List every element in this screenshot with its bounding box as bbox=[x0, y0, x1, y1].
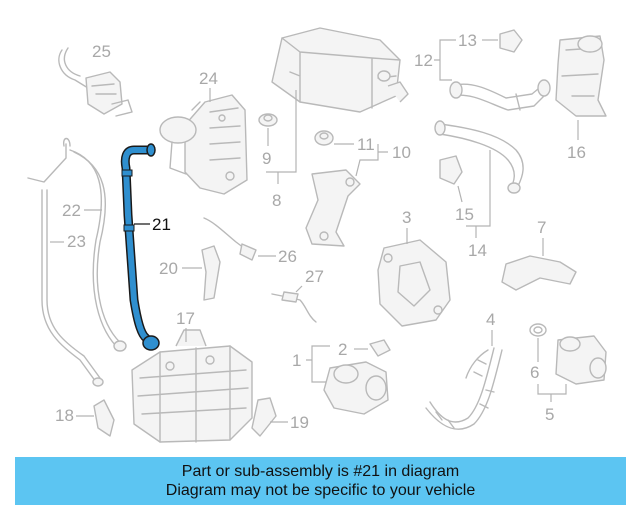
callout-9: 9 bbox=[262, 149, 271, 168]
part-24-valve-body bbox=[159, 94, 248, 195]
part-20-bracket bbox=[201, 245, 221, 301]
part-16-housing bbox=[555, 35, 607, 117]
part-3-plate bbox=[377, 239, 451, 327]
callout-11: 11 bbox=[357, 135, 375, 154]
callout-10: 10 bbox=[392, 143, 411, 162]
part-18-clip bbox=[93, 399, 115, 437]
callout-15: 15 bbox=[455, 205, 474, 224]
banner-line-2: Diagram may not be specific to your vehi… bbox=[165, 482, 476, 499]
callout-5: 5 bbox=[545, 405, 554, 424]
callout-2: 2 bbox=[338, 340, 347, 359]
part-14-hose bbox=[434, 120, 524, 194]
part-27-sensor bbox=[271, 291, 317, 323]
part-10-bracket bbox=[305, 169, 361, 247]
callout-16: 16 bbox=[567, 143, 586, 162]
part-13-clamp bbox=[499, 29, 523, 53]
callout-14: 14 bbox=[468, 241, 487, 260]
callout-18: 18 bbox=[55, 406, 74, 425]
callout-4: 4 bbox=[486, 310, 495, 329]
parts-diagram: 25 24 22 23 21 20 bbox=[27, 27, 607, 443]
part-9-grommet bbox=[258, 113, 278, 127]
banner-line-1: Part or sub-assembly is #21 in diagram bbox=[181, 463, 460, 480]
part-23-pipe bbox=[41, 189, 104, 387]
callout-12: 12 bbox=[414, 51, 433, 70]
part-15-clip bbox=[439, 155, 463, 185]
part-19-bracket bbox=[251, 397, 277, 437]
part-25-bracket bbox=[58, 47, 133, 117]
part-26-sensor bbox=[203, 217, 257, 261]
callout-22: 22 bbox=[62, 201, 81, 220]
part-1-pump bbox=[323, 361, 389, 415]
callout-17: 17 bbox=[176, 309, 195, 328]
part-22-sensor bbox=[27, 137, 127, 352]
callout-23: 23 bbox=[67, 232, 86, 251]
part-4-hose bbox=[425, 347, 503, 430]
callout-13: 13 bbox=[458, 31, 477, 50]
part-5-valve bbox=[555, 335, 607, 385]
callout-8: 8 bbox=[272, 191, 281, 210]
part-8-reservoir bbox=[271, 27, 409, 113]
callout-19: 19 bbox=[290, 413, 309, 432]
callout-21: 21 bbox=[152, 215, 171, 234]
callout-20: 20 bbox=[159, 259, 178, 278]
part-12-hose bbox=[449, 79, 551, 111]
callout-24: 24 bbox=[199, 69, 218, 88]
callout-27: 27 bbox=[305, 267, 324, 286]
info-banner: Part or sub-assembly is #21 in diagram D… bbox=[15, 457, 626, 505]
callout-26: 26 bbox=[278, 247, 297, 266]
part-2-connector bbox=[369, 339, 391, 357]
part-21-hose bbox=[120, 143, 160, 351]
part-11-grommet bbox=[314, 130, 334, 146]
callout-3: 3 bbox=[402, 208, 411, 227]
callout-6: 6 bbox=[530, 363, 539, 382]
callout-7: 7 bbox=[537, 218, 546, 237]
part-7-bracket bbox=[501, 255, 577, 291]
part-6-seal bbox=[529, 323, 547, 337]
callout-25: 25 bbox=[92, 42, 111, 61]
callout-1: 1 bbox=[292, 351, 301, 370]
part-17-canister bbox=[131, 329, 253, 443]
